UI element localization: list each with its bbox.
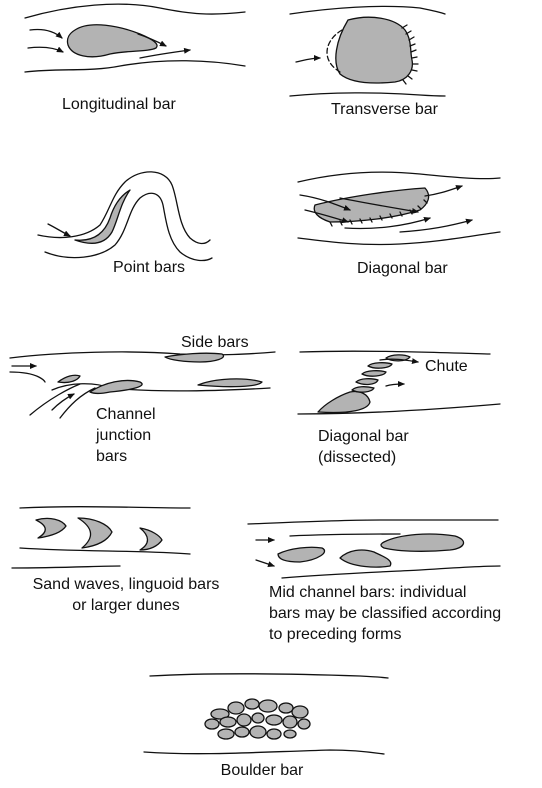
bar-shape: [67, 25, 157, 57]
channel-bank: [290, 6, 445, 14]
channel-bank: [25, 4, 245, 18]
label-boulder-bar: Boulder bar: [221, 760, 304, 781]
channel-bank: [150, 674, 388, 678]
label-line: Diagonal bar: [318, 426, 409, 447]
bar-shape: [278, 547, 325, 562]
label-line: Mid channel bars: individual: [269, 582, 501, 603]
channel-bank: [20, 548, 190, 554]
longitudinal-bar-sketch: [25, 4, 245, 72]
label-mid-channel-bars: Mid channel bars: individual bars may be…: [269, 582, 501, 645]
flow-arrow: [256, 560, 274, 566]
channel-bank: [12, 566, 120, 568]
channel-bank: [144, 750, 384, 754]
label-line: bars may be classified according: [269, 603, 501, 624]
flow-arrow: [140, 50, 190, 58]
flow-arrow: [28, 47, 63, 52]
bar-shape: [58, 375, 80, 382]
point-bars-sketch: [38, 172, 212, 261]
bar-shape: [362, 371, 386, 376]
label-line: Sand waves, linguoid bars: [33, 574, 220, 595]
label-chute: Chute: [425, 356, 468, 377]
diagonal-bar-sketch: [298, 172, 500, 244]
flow-arrow: [425, 186, 462, 196]
label-diagonal-bar: Diagonal bar: [357, 258, 448, 279]
channel-bank: [290, 534, 400, 536]
label-point-bars: Point bars: [113, 257, 185, 278]
bar-shape: [318, 391, 370, 412]
bar-shape: [78, 518, 112, 548]
bar-shape: [352, 387, 374, 392]
channel-bank: [20, 507, 190, 508]
bar-shape: [340, 550, 391, 567]
bar-shape: [381, 534, 464, 551]
label-line: Channel: [96, 404, 156, 425]
flow-arrow: [400, 220, 472, 232]
boulder-bar-sketch: [144, 674, 388, 754]
label-line: or larger dunes: [33, 595, 220, 616]
channel-bank: [10, 372, 45, 382]
bar-shape: [36, 518, 66, 538]
bar-shape: [356, 379, 378, 385]
mid-channel-bars-sketch: [248, 520, 500, 578]
bar-shape: [336, 17, 413, 83]
bar-shape: [90, 380, 142, 393]
label-diagonal-bar-dissected: Diagonal bar (dissected): [318, 426, 409, 468]
channel-bank: [248, 520, 498, 524]
label-line: junction: [96, 425, 156, 446]
channel-bank: [25, 61, 245, 72]
transverse-bar-sketch: [290, 6, 445, 96]
sand-waves-sketch: [12, 507, 190, 568]
channel-bank: [282, 566, 500, 578]
channel-bank: [298, 232, 500, 245]
flow-arrow: [386, 384, 404, 386]
boulders: [205, 699, 310, 739]
channel-bank: [290, 93, 445, 96]
dissected-diagonal-bar-sketch: [298, 351, 500, 414]
bar-shape: [368, 363, 392, 368]
channel-bank: [45, 193, 212, 260]
label-line: to preceding forms: [269, 624, 501, 645]
label-longitudinal-bar: Longitudinal bar: [62, 94, 176, 115]
label-side-bars: Side bars: [181, 332, 249, 353]
flow-arrow: [296, 58, 320, 62]
label-line: bars: [96, 446, 156, 467]
label-line: (dissected): [318, 447, 409, 468]
bar-shape: [198, 379, 262, 387]
label-sand-waves: Sand waves, linguoid bars or larger dune…: [33, 574, 220, 616]
bar-shape: [140, 528, 162, 550]
flow-arrow: [48, 224, 70, 236]
bar-shape: [165, 353, 223, 362]
flow-arrow: [30, 29, 62, 38]
label-transverse-bar: Transverse bar: [331, 99, 438, 120]
channel-bank: [300, 351, 490, 354]
channel-bank: [298, 172, 500, 182]
label-channel-junction-bars: Channel junction bars: [96, 404, 156, 467]
